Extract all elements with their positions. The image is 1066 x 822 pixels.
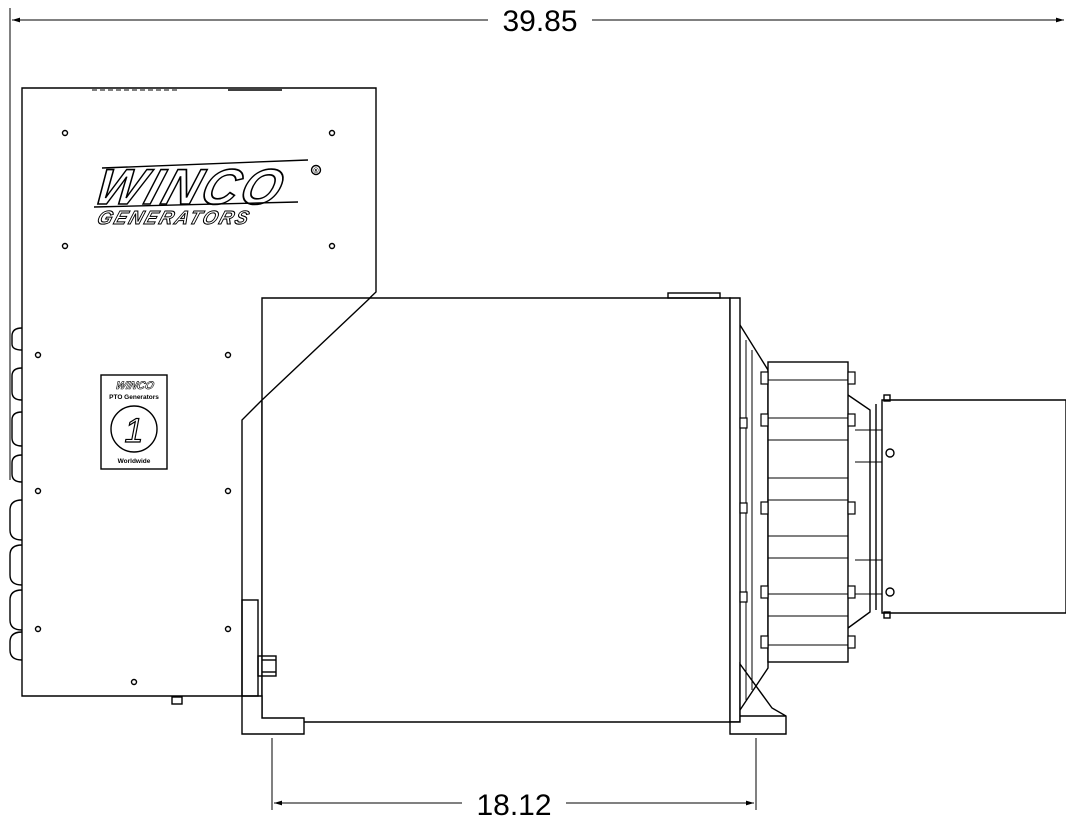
bottom-fitting <box>171 696 183 705</box>
pto-gearbox <box>875 394 1066 619</box>
top-plate <box>667 292 721 299</box>
control-box-screws <box>34 129 336 686</box>
ground-lug <box>257 655 277 677</box>
control-box-panel <box>21 87 377 697</box>
overall-width-dimension: 39.85 <box>9 5 1064 480</box>
badge-frame <box>100 374 168 470</box>
adapter-ribs <box>768 379 848 646</box>
pto-badge: WINCO PTO Generators 1 Worldwide <box>100 374 168 470</box>
gearbox-housing <box>881 399 1066 614</box>
logo-swoosh-top <box>101 159 309 169</box>
winco-logo: WINCO GENERATORS ® <box>88 158 322 229</box>
overall-width-label: 39.85 <box>502 5 577 38</box>
registered-mark: ® <box>313 167 319 175</box>
registered-mark-circle <box>310 164 322 176</box>
logo-swoosh-bottom <box>93 201 299 208</box>
pto-adapter-housing <box>739 361 882 663</box>
adapter-ring <box>767 361 849 663</box>
badge-logo: WINCO <box>114 380 155 392</box>
control-box: WINCO GENERATORS ® WINCO PTO Generators … <box>9 87 377 705</box>
gearbox-bolt-top <box>885 448 895 458</box>
badge-number-circle <box>110 405 158 453</box>
gearbox-bolt-bottom <box>885 587 895 597</box>
badge-footer: Worldwide <box>118 458 151 465</box>
base-width-dimension: 18.12 <box>271 738 757 822</box>
left-mounting-foot <box>241 695 305 735</box>
badge-subtitle: PTO Generators <box>109 394 159 401</box>
adapter-bolts <box>739 371 856 649</box>
logo-subtext: GENERATORS <box>94 207 253 228</box>
generator-body <box>241 292 787 735</box>
end-bell-plate <box>729 297 741 723</box>
left-foot-bracket <box>241 599 259 697</box>
base-width-label: 18.12 <box>476 789 551 822</box>
housing-side-edge <box>261 297 371 722</box>
badge-number: 1 <box>125 412 144 450</box>
adapter-taper <box>847 394 871 629</box>
left-connector-bumps <box>9 327 23 661</box>
